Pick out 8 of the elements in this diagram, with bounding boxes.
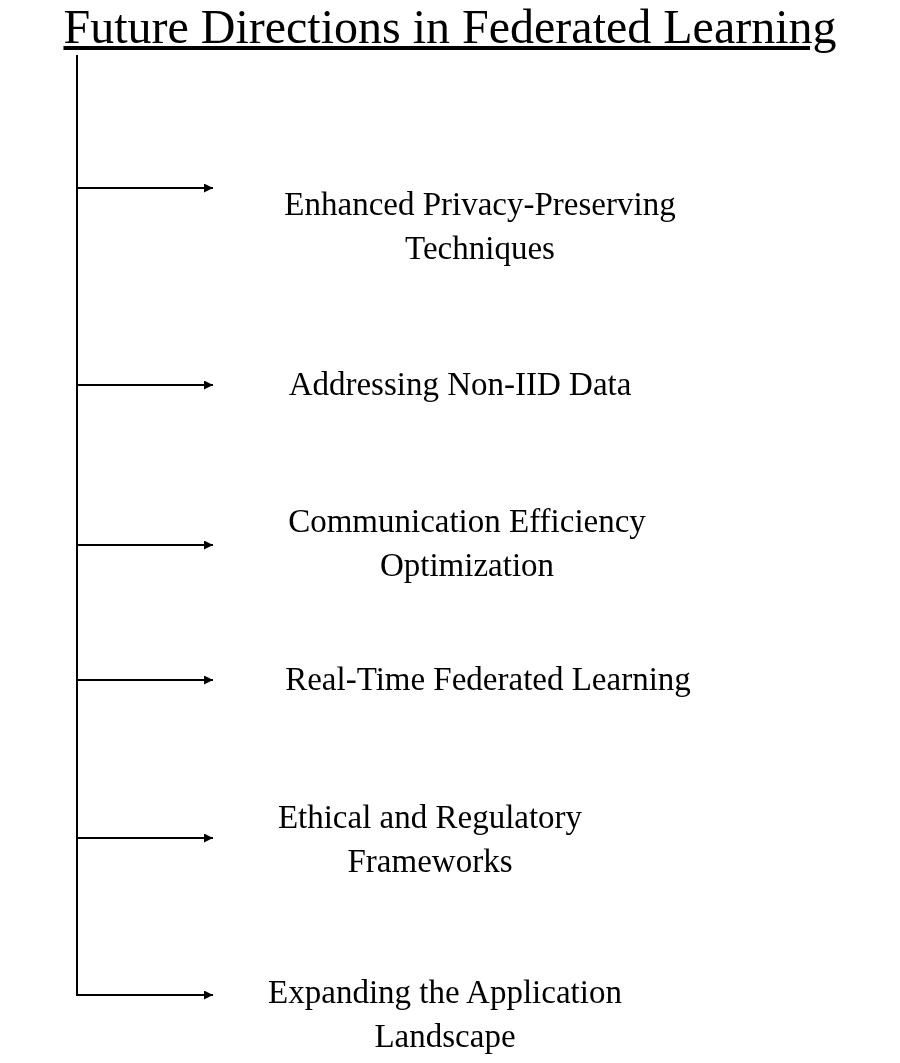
topic-label: Communication Efficiency Optimization xyxy=(287,502,647,585)
topic-label: Enhanced Privacy-Preserving Techniques xyxy=(283,185,677,268)
topic-label: Addressing Non-IID Data xyxy=(288,365,632,404)
arrow xyxy=(76,54,214,1000)
topic-label: Expanding the Application Landscape xyxy=(267,973,623,1056)
topic-label: Ethical and Regulatory Frameworks xyxy=(276,798,584,881)
topic-label: Real-Time Federated Learning xyxy=(285,660,691,699)
heading-label: Future Directions in Federated Learning xyxy=(63,0,837,54)
